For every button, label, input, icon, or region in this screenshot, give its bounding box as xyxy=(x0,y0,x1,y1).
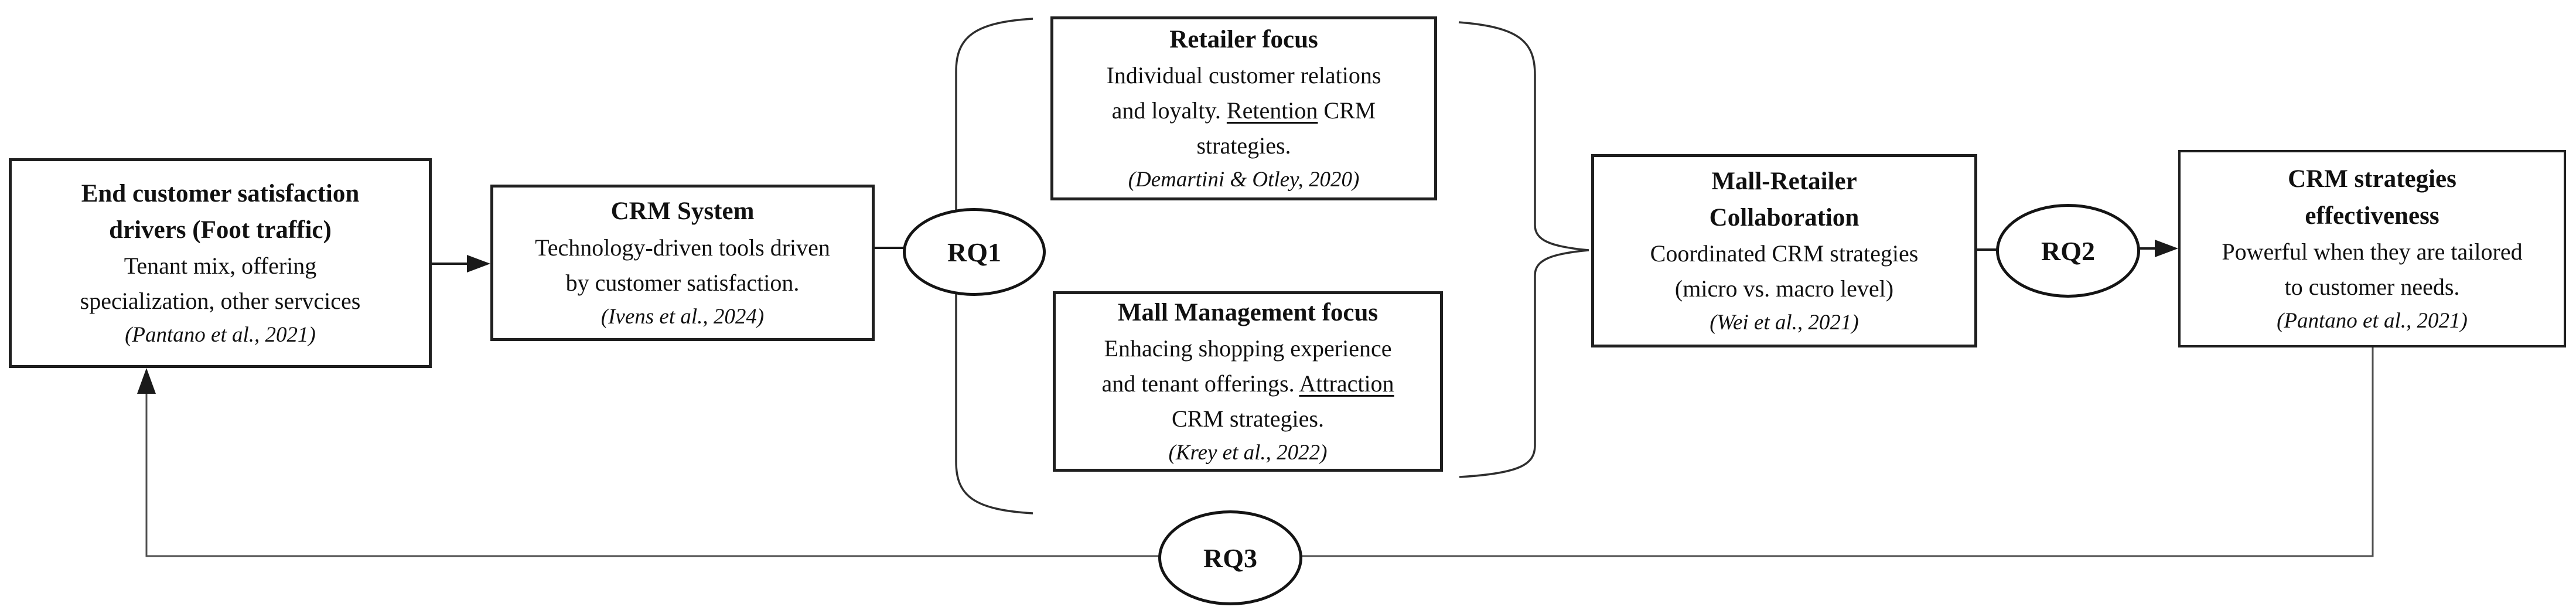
box-citation: (Ivens et al., 2024) xyxy=(601,304,765,329)
arrowhead-right-2 xyxy=(2155,240,2178,257)
arrow-rq2-to-effectiveness xyxy=(2134,240,2178,257)
rq2-oval: RQ2 xyxy=(1996,204,2140,298)
arrowhead-right-1 xyxy=(467,255,490,272)
box-title: Retailer focus xyxy=(1169,25,1318,53)
feedback-arrowhead-up xyxy=(137,368,156,394)
brace-right xyxy=(1458,21,1589,478)
box-mall-management-focus: Mall Management focus Enhacing shopping … xyxy=(1053,291,1443,472)
box-citation: (Wei et al., 2021) xyxy=(1710,311,1859,335)
box-body: Coordinated CRM strategies(micro vs. mac… xyxy=(1650,240,1919,302)
box-citation: (Demartini & Otley, 2020) xyxy=(1128,168,1360,192)
rq3-oval: RQ3 xyxy=(1158,510,1302,605)
arrow-drivers-to-crm xyxy=(432,255,490,272)
box-crm-system: CRM System Technology-driven tools drive… xyxy=(490,185,875,341)
box-citation: (Krey et al., 2022) xyxy=(1168,441,1328,465)
box-title: Mall Management focus xyxy=(1117,298,1379,326)
box-citation: (Pantano et al., 2021) xyxy=(125,323,316,347)
rq1-label: RQ1 xyxy=(947,237,1001,267)
rq3-label: RQ3 xyxy=(1203,543,1257,573)
box-retailer-focus: Retailer focus Individual customer relat… xyxy=(1050,16,1437,200)
rq1-oval: RQ1 xyxy=(903,208,1046,296)
box-citation: (Pantano et al., 2021) xyxy=(2277,308,2468,333)
rq2-label: RQ2 xyxy=(2041,236,2095,266)
box-title: CRM System xyxy=(610,197,755,226)
